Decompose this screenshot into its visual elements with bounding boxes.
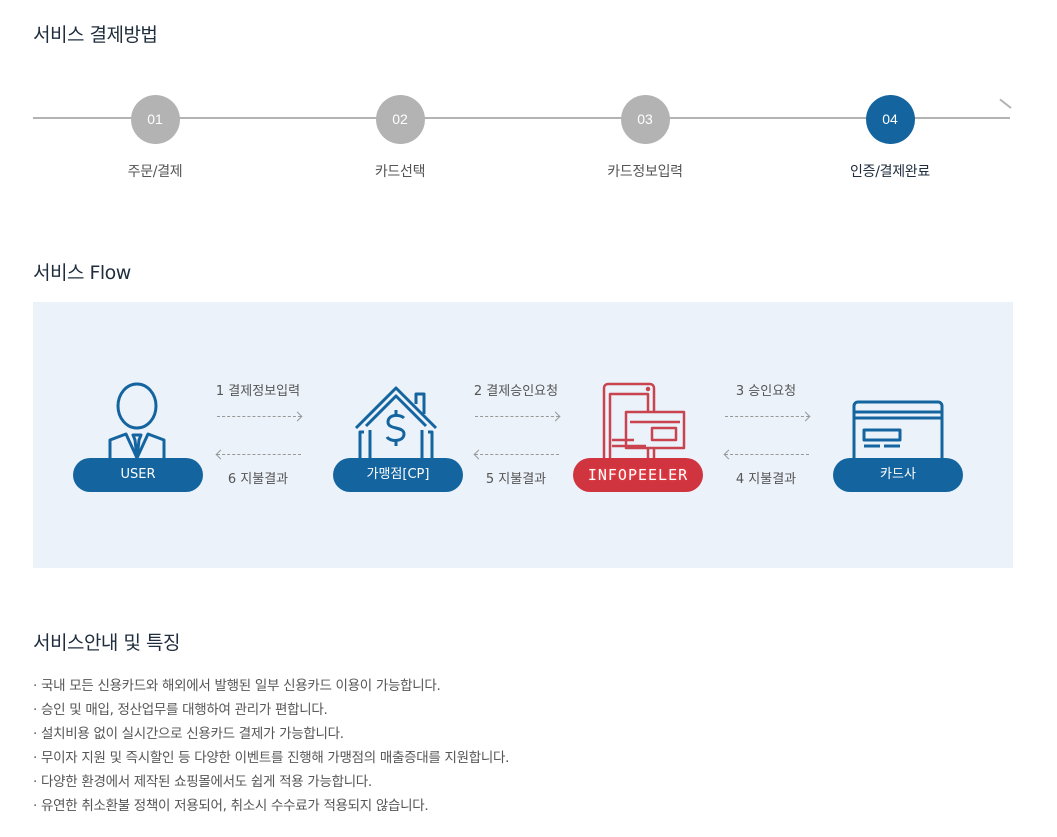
step-number: 01 [130,95,180,144]
flow-diagram: USER 1 결제정보입력 6 지불결과 가맹점[CP] 2 결제승인요청 [33,302,1013,568]
connector-forward-label: 2 결제승인요청 [473,384,559,399]
step-label: 카드선택 [374,164,426,180]
feature-item: · 유연한 취소환불 정책이 저용되어, 취소시 수수료가 적용되지 않습니다. [33,798,429,814]
step-3: 03 카드정보입력 [585,95,705,181]
connector-forward-label: 3 승인요청 [735,384,797,399]
step-label: 카드정보입력 [607,164,683,180]
flow-node-infopeeler: INFOPEELER [573,382,703,492]
step-number: 03 [620,95,670,144]
step-label: 인증/결제완료 [850,164,930,180]
connector-forward-label: 1 결제정보입력 [215,384,301,399]
user-label: USER [73,458,203,492]
tablet-card-icon [602,382,686,466]
feature-item: · 설치비용 없이 실시간으로 신용카드 결제가 가능합니다. [33,726,344,742]
flow-node-user: USER [73,382,203,492]
card-company-label: 카드사 [833,458,963,492]
steps-line [33,117,1010,119]
arrow-right-icon [725,411,811,422]
arrow-right-icon [217,411,303,422]
step-1: 01 주문/결제 [95,95,215,181]
step-number: 02 [375,95,425,144]
step-4: 04 인증/결제완료 [830,95,950,181]
flow-connector-2: 2 결제승인요청 5 지불결과 [461,380,571,490]
payment-method-title: 서비스 결제방법 [33,24,158,46]
feature-item: · 국내 모든 신용카드와 해외에서 발행된 일부 신용카드 이용이 가능합니다… [33,678,441,694]
flow-connector-3: 3 승인요청 4 지불결과 [711,380,821,490]
steps-arrow-icon [999,98,1012,109]
connector-back-label: 5 지불결과 [485,472,547,487]
arrow-left-icon [215,449,301,460]
step-label: 주문/결제 [127,164,183,180]
merchant-label: 가맹점[CP] [333,458,463,492]
features-list: · 국내 모든 신용카드와 해외에서 발행된 일부 신용카드 이용이 가능합니다… [33,674,509,818]
flow-title: 서비스 Flow [33,262,131,284]
arrow-left-icon [723,449,809,460]
step-number: 04 [865,95,915,144]
feature-item: · 무이자 지원 및 즉시할인 등 다양한 이벤트를 진행해 가맹점의 매출증대… [33,750,510,766]
infopeeler-label: INFOPEELER [573,458,703,492]
flow-node-card-company: 카드사 [833,382,963,492]
house-dollar-icon [354,386,438,458]
connector-back-label: 4 지불결과 [735,472,797,487]
payment-steps: 01 주문/결제 02 카드선택 03 카드정보입력 04 인증/결제완료 [33,95,1013,195]
features-title: 서비스안내 및 특징 [33,632,180,654]
flow-connector-1: 1 결제정보입력 6 지불결과 [203,380,313,490]
feature-item: · 다양한 환경에서 제작된 쇼핑몰에서도 쉽게 적용 가능합니다. [33,774,372,790]
connector-back-label: 6 지불결과 [227,472,289,487]
feature-item: · 승인 및 매입, 정산업무를 대행하여 관리가 편합니다. [33,702,328,718]
flow-node-merchant: 가맹점[CP] [333,382,463,492]
arrow-left-icon [473,449,559,460]
arrow-right-icon [475,411,561,422]
step-2: 02 카드선택 [340,95,460,181]
